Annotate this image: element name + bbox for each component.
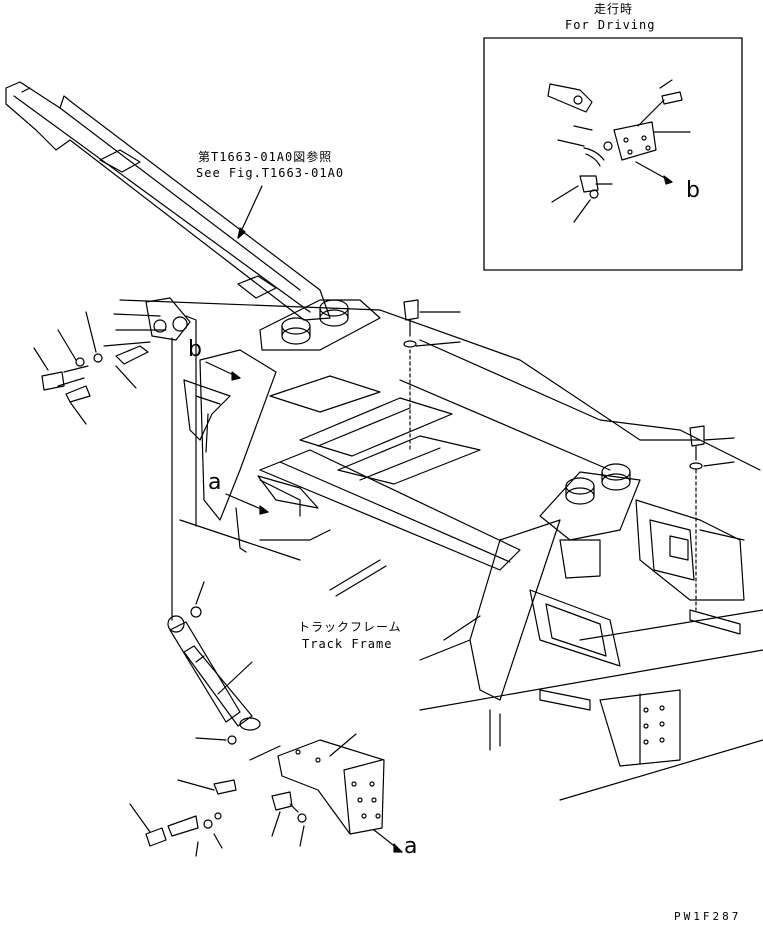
cylinder — [167, 581, 261, 745]
main-callout-a-lower: a — [404, 834, 418, 859]
main-frame — [103, 299, 763, 801]
see-fig-en: See Fig.T1663-01A0 — [196, 166, 345, 180]
right-bolt-sets — [403, 299, 735, 611]
track-frame-en: Track Frame — [302, 637, 393, 651]
track-frame-ja: トラックフレーム — [298, 620, 402, 634]
main-callout-a-upper: a — [208, 470, 222, 495]
gusset — [183, 379, 231, 453]
see-fig-ja: 第T1663-01A0図参照 — [198, 150, 333, 164]
left-pivot-assembly — [33, 297, 191, 621]
inset-for-driving — [483, 37, 743, 271]
lower-bracket-assembly — [129, 733, 403, 857]
inset-title-ja: 走行時 — [594, 2, 634, 16]
main-callout-b: b — [188, 337, 202, 362]
upper-arm — [5, 81, 331, 321]
drawing-reference: PW1F287 — [674, 910, 742, 923]
inset-title-en: For Driving — [565, 18, 656, 32]
inset-callout-b: b — [686, 178, 700, 203]
